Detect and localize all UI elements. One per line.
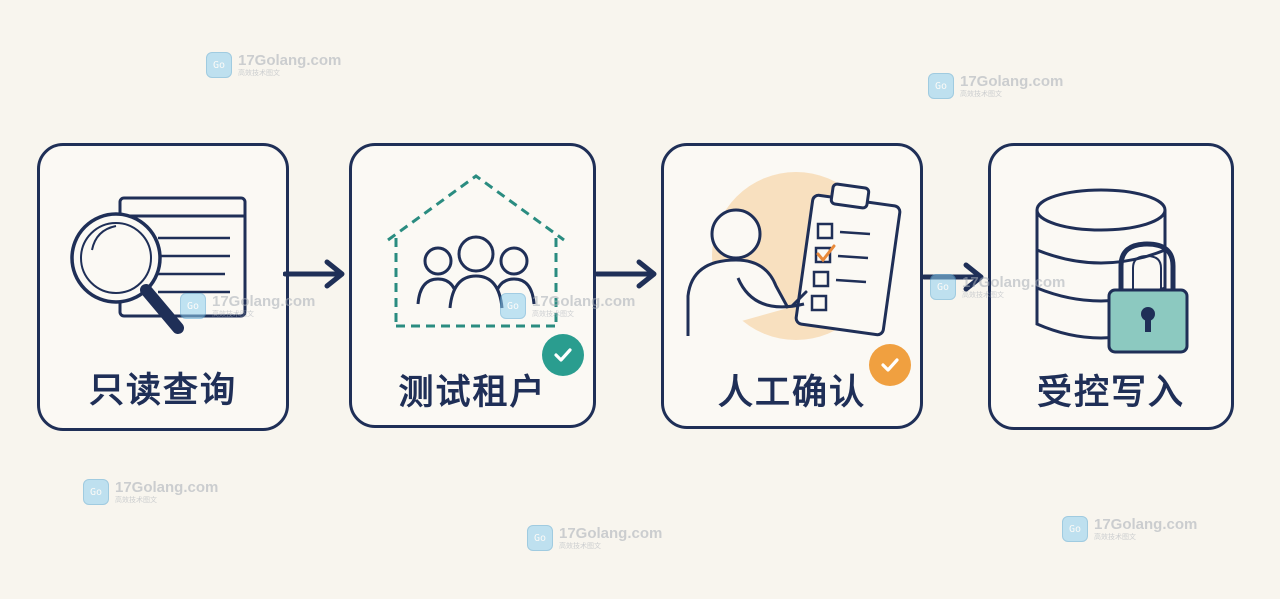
- step-card-test-tenant: 测试租户: [349, 143, 596, 428]
- check-icon: [869, 344, 911, 386]
- watermark-text: 17Golang.com: [962, 274, 1066, 291]
- step-label: 只读查询: [88, 371, 237, 411]
- watermark-subtext: 高效技术图文: [962, 291, 1004, 299]
- watermark-logo-icon: Go: [83, 479, 109, 505]
- check-icon: [542, 334, 584, 376]
- watermark-text: 17Golang.com: [960, 73, 1064, 90]
- watermark-subtext: 高效技术图文: [238, 69, 280, 77]
- watermark-logo-icon: Go: [180, 293, 206, 319]
- watermark-logo-icon: Go: [930, 274, 956, 300]
- watermark-logo-icon: Go: [527, 525, 553, 551]
- watermark-text: 17Golang.com: [115, 479, 219, 496]
- step-label: 受控写入: [1036, 373, 1185, 413]
- watermark-logo-icon: Go: [1062, 516, 1088, 542]
- watermark-subtext: 高效技术图文: [532, 310, 574, 318]
- arrow-right-icon: [283, 259, 345, 289]
- watermark-subtext: 高效技术图文: [1094, 533, 1136, 541]
- step-card-read-only-query: 只读查询: [37, 143, 289, 431]
- watermark-text: 17Golang.com: [1094, 516, 1198, 533]
- watermark-logo-icon: Go: [928, 73, 954, 99]
- watermark-text: 17Golang.com: [559, 525, 663, 542]
- watermark-text: 17Golang.com: [532, 293, 636, 310]
- watermark-subtext: 高效技术图文: [960, 90, 1002, 98]
- step-card-controlled-write: 受控写入: [988, 143, 1234, 430]
- watermark-text: 17Golang.com: [238, 52, 342, 69]
- watermark-text: 17Golang.com: [212, 293, 316, 310]
- arrow-right-icon: [595, 259, 657, 289]
- tenant-group-icon: [387, 174, 565, 328]
- watermark-subtext: 高效技术图文: [212, 310, 254, 318]
- magnifier-document-icon: [70, 196, 247, 334]
- watermark-subtext: 高效技术图文: [559, 542, 601, 550]
- step-card-manual-confirmation: 人工确认: [661, 143, 923, 429]
- watermark-subtext: 高效技术图文: [115, 496, 157, 504]
- step-label: 测试租户: [398, 373, 547, 413]
- step-label: 人工确认: [717, 373, 866, 413]
- person-checklist-icon: [686, 172, 902, 340]
- watermark-logo-icon: Go: [500, 293, 526, 319]
- watermark-logo-icon: Go: [206, 52, 232, 78]
- database-lock-icon: [1035, 188, 1189, 354]
